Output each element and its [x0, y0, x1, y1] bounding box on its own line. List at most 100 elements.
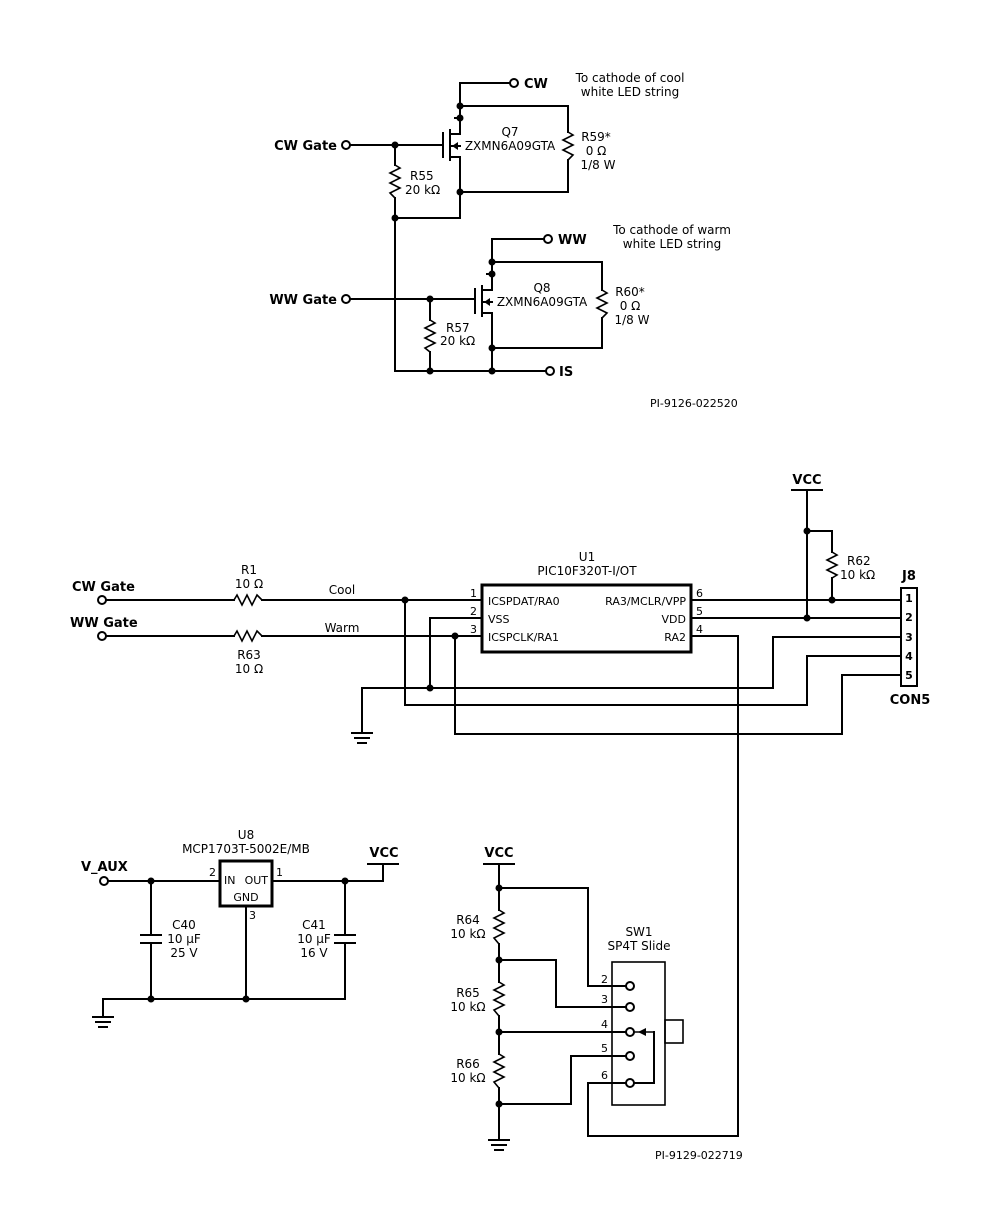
r55-resistor	[388, 164, 402, 199]
u8-pin-out: 1	[276, 866, 283, 879]
r65-value: 10 kΩ	[450, 1000, 485, 1014]
u1-pin2-name: VSS	[488, 613, 510, 626]
terminal-is	[545, 366, 555, 376]
net-label-cw-gate-bottom: CW Gate	[72, 580, 135, 595]
r64-value: 10 kΩ	[450, 927, 485, 941]
r57-value: 20 kΩ	[440, 334, 475, 348]
u1-pin1-num: 1	[470, 587, 477, 600]
u1-pin5-num: 5	[696, 605, 703, 618]
switch-schematic: VCC R64 10 kΩ R65 10 kΩ R66 10 kΩ SW1 SP…	[450, 846, 742, 1162]
terminal-ww-gate	[341, 294, 351, 304]
net-label-cw-gate: CW Gate	[274, 139, 337, 154]
j8-pin2: 2	[905, 611, 913, 624]
q7-part: ZXMN6A09GTA	[465, 139, 556, 153]
net-label-v-aux: V_AUX	[81, 860, 128, 875]
net-label-ww-gate: WW Gate	[269, 293, 337, 308]
note-cw-line1: To cathode of cool	[575, 71, 685, 85]
top-schematic: CW To cathode of cool white LED string C…	[269, 71, 738, 410]
u1-pin3-name: ICSPCLK/RA1	[488, 631, 559, 644]
terminal-cw	[509, 78, 519, 88]
net-label-vcc-top: VCC	[792, 473, 821, 488]
sw1-contact-3	[625, 1002, 635, 1012]
r1-value: 10 Ω	[235, 577, 263, 591]
j8-pin5: 5	[905, 669, 913, 682]
sw1-contact-4	[625, 1027, 635, 1037]
r63-value: 10 Ω	[235, 662, 263, 676]
net-label-cool: Cool	[329, 583, 355, 597]
sw1-ref: SW1	[625, 925, 652, 939]
u8-part: MCP1703T-5002E/MB	[182, 842, 310, 856]
q7-ref: Q7	[501, 125, 518, 139]
u8-out-label: OUT	[245, 874, 269, 887]
u8-regulator	[218, 859, 274, 908]
q7-mosfet	[442, 105, 461, 219]
r57-resistor	[423, 319, 437, 353]
sw1-pin4: 4	[601, 1018, 608, 1031]
net-label-warm: Warm	[325, 621, 360, 635]
drawing-id-top: PI-9126-022520	[650, 397, 738, 410]
r65-resistor	[492, 981, 506, 1017]
sw1-part: SP4T Slide	[608, 939, 671, 953]
terminal-cw-gate-bottom	[97, 595, 107, 605]
r62-resistor	[825, 551, 839, 579]
j8-part: CON5	[890, 693, 931, 708]
r66-ref: R66	[456, 1057, 480, 1071]
r66-resistor	[492, 1053, 506, 1089]
sw1-contact-5	[625, 1051, 635, 1061]
c40-value: 10 µF	[167, 932, 201, 946]
r1-ref: R1	[241, 563, 257, 577]
sw1-pin5: 5	[601, 1042, 608, 1055]
sw1-slider	[664, 1019, 684, 1044]
u8-ref: U8	[238, 828, 254, 842]
r62-ref: R62	[847, 554, 871, 568]
q8-part: ZXMN6A09GTA	[497, 295, 588, 309]
u1-pin6-name: RA3/MCLR/VPP	[605, 595, 686, 608]
u1-ref: U1	[579, 550, 595, 564]
q8-mosfet	[474, 261, 493, 372]
r60-rating: 1/8 W	[615, 313, 650, 327]
r63-resistor	[233, 629, 263, 643]
c40-ref: C40	[172, 918, 196, 932]
r57-ref: R57	[446, 321, 470, 335]
r60-ref: R60*	[615, 285, 645, 299]
r55-value: 20 kΩ	[405, 183, 440, 197]
c41-ref: C41	[302, 918, 326, 932]
u1-pin2-num: 2	[470, 605, 477, 618]
sw1-contact-6	[625, 1078, 635, 1088]
r59-value: 0 Ω	[586, 144, 607, 158]
r59-ref: R59*	[581, 130, 611, 144]
note-cw-line2: white LED string	[581, 85, 679, 99]
u8-gnd-label: GND	[233, 891, 258, 904]
c41-rating: 16 V	[300, 946, 328, 960]
r60-resistor	[595, 289, 609, 319]
u1-pin4-name: RA2	[664, 631, 686, 644]
net-label-vcc-sw: VCC	[484, 846, 513, 861]
u1-part: PIC10F320T-I/OT	[537, 564, 637, 578]
mcu-schematic: VCC R62 10 kΩ U1 PIC10F320T-I/OT ICSPDAT…	[70, 473, 931, 1137]
net-label-cw: CW	[524, 77, 548, 92]
r65-ref: R65	[456, 986, 480, 1000]
r59-rating: 1/8 W	[581, 158, 616, 172]
sw1-pin6: 6	[601, 1069, 608, 1082]
terminal-v-aux	[99, 876, 109, 886]
r63-ref: R63	[237, 648, 261, 662]
r64-resistor	[492, 909, 506, 945]
u8-pin-gnd: 3	[249, 909, 256, 922]
j8-pin3: 3	[905, 631, 913, 644]
note-ww-line2: white LED string	[623, 237, 721, 251]
j8-pin4: 4	[905, 650, 913, 663]
regulator-schematic: U8 MCP1703T-5002E/MB IN OUT GND 2 1 3 V_…	[81, 828, 399, 1028]
r62-value: 10 kΩ	[840, 568, 875, 582]
u1-pin1-name: ICSPDAT/RA0	[488, 595, 560, 608]
r55-ref: R55	[410, 169, 434, 183]
terminal-ww-gate-bottom	[97, 631, 107, 641]
terminal-cw-gate	[341, 140, 351, 150]
u1-pin3-num: 3	[470, 623, 477, 636]
terminal-ww	[543, 234, 553, 244]
r64-ref: R64	[456, 913, 480, 927]
net-label-vcc-reg: VCC	[369, 846, 398, 861]
net-label-ww-gate-bottom: WW Gate	[70, 616, 138, 631]
r59-resistor	[561, 131, 575, 161]
u1-pin5-name: VDD	[662, 613, 686, 626]
